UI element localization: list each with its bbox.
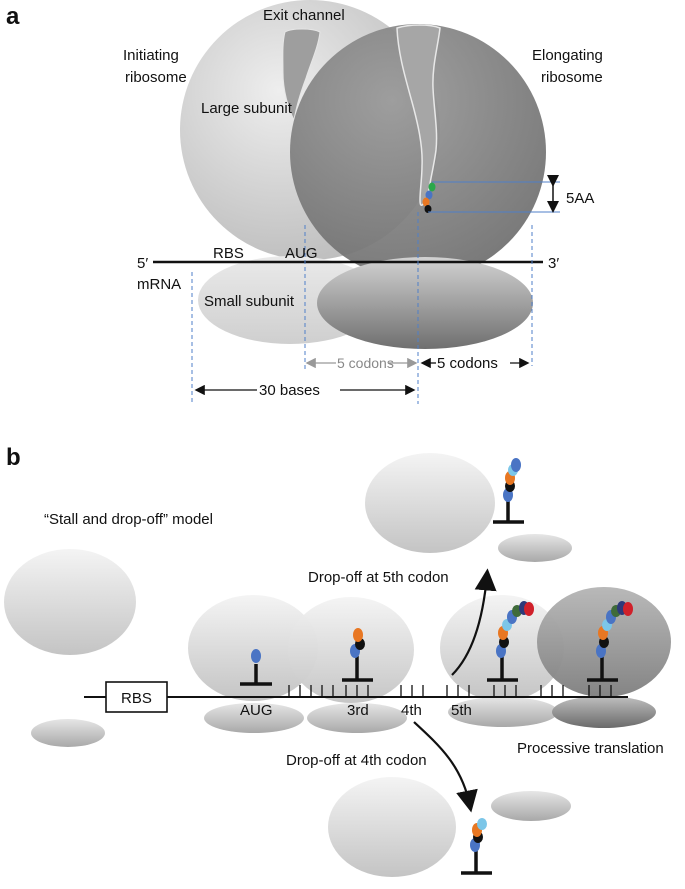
free-large-subunit-left — [4, 549, 136, 655]
drop-off-5th-arrow — [451, 568, 497, 676]
ribosome-processive-small — [552, 696, 656, 728]
peptide-bead-green — [428, 182, 436, 192]
panel-a-label: a — [6, 3, 20, 30]
five-codons-grey-label: 5 codons — [337, 355, 394, 371]
elongating-small-subunit — [317, 257, 533, 349]
mrna-label: mRNA — [137, 276, 181, 293]
released-trna-bottom — [461, 818, 492, 875]
codon-3rd-label: 3rd — [347, 702, 369, 719]
released-trna-top — [493, 458, 524, 524]
panel-b-label: b — [6, 444, 21, 471]
small-subunit-label: Small subunit — [204, 293, 295, 310]
released-large-subunit-bottom — [328, 777, 456, 877]
ribosome-5th-small — [448, 697, 558, 727]
drop-off-5th-label: Drop-off at 5th codon — [308, 569, 449, 586]
five-prime-label: 5′ — [137, 255, 148, 272]
trna-5th — [487, 601, 534, 682]
five-codons-black-label: 5 codons — [437, 355, 498, 372]
thirty-bases-label: 30 bases — [259, 382, 320, 399]
free-small-subunit-left — [31, 719, 105, 747]
ribosome-3rd-small — [307, 703, 407, 733]
aug-label-b: AUG — [240, 702, 273, 719]
initiating-exit-channel — [282, 28, 321, 122]
large-subunit-label: Large subunit — [201, 100, 293, 117]
model-title: “Stall and drop-off” model — [44, 511, 213, 528]
aug-label-a: AUG — [285, 245, 318, 262]
rbs-box-label: RBS — [121, 690, 152, 707]
rbs-box — [105, 681, 168, 713]
trna-processive — [587, 601, 633, 682]
peptide-bead-blue — [425, 190, 433, 200]
elongating-label-line1: Elongating — [532, 47, 603, 64]
released-small-subunit-top — [498, 534, 572, 562]
three-prime-label: 3′ — [548, 255, 559, 272]
initiating-label-line1: Initiating — [123, 47, 179, 64]
released-small-subunit-bottom — [491, 791, 571, 821]
codon-5th-label: 5th — [451, 702, 472, 719]
codon-ticks — [288, 685, 612, 697]
codon-4th-label: 4th — [401, 702, 422, 719]
exit-channel-label: Exit channel — [263, 7, 345, 24]
trna-3rd — [342, 628, 373, 682]
trna-aug — [240, 649, 272, 686]
ribosome-aug-large — [188, 595, 318, 701]
five-aa-label: 5AA — [566, 190, 594, 207]
drop-off-4th-arrow — [413, 721, 478, 813]
released-large-subunit-top — [365, 453, 495, 553]
elongating-label-line2: ribosome — [541, 69, 603, 86]
peptide-bead-black — [424, 205, 432, 213]
peptide-bead-orange — [422, 197, 430, 207]
drop-off-4th-label: Drop-off at 4th codon — [286, 752, 427, 769]
ribosome-aug-small — [204, 703, 304, 733]
processive-translation-label: Processive translation — [517, 740, 664, 757]
initiating-label-line2: ribosome — [125, 69, 187, 86]
elongating-large-subunit — [290, 24, 546, 280]
rbs-label-a: RBS — [213, 245, 244, 262]
